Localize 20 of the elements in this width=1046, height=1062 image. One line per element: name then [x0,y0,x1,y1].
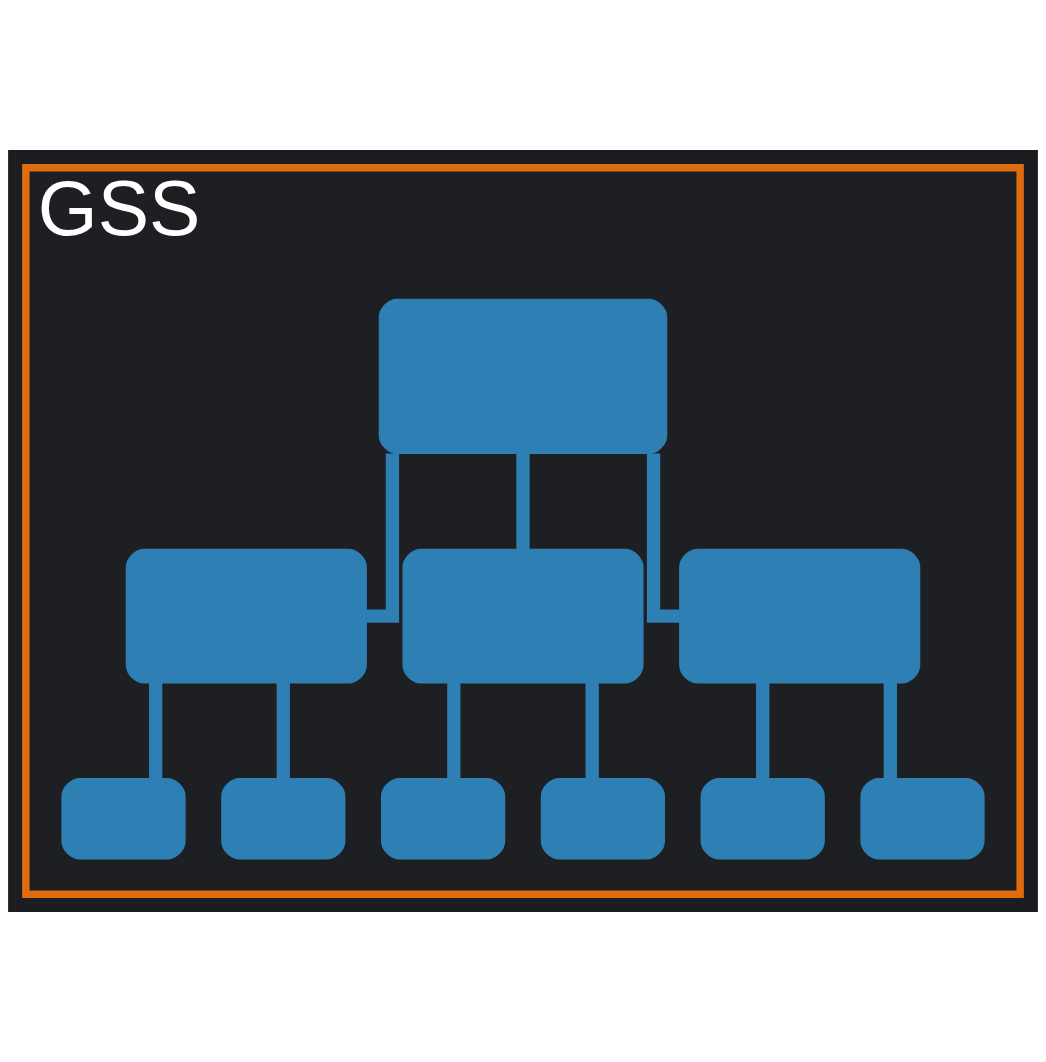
cluster: GSS [22,164,1024,898]
connector [149,683,163,779]
node-box [860,778,985,860]
connector [585,683,599,779]
connector [646,453,680,623]
node-box [378,298,668,455]
node-box [61,778,186,860]
node-box [402,548,644,684]
node-box [380,778,506,860]
node-box [540,778,666,860]
connector [756,683,770,779]
connector [516,453,530,550]
connector [883,683,897,779]
node-box [125,548,367,684]
connector [276,683,290,779]
connector [366,453,400,623]
node-box [679,548,921,684]
node-box [700,778,825,860]
node-box [221,778,346,860]
connector [447,683,461,779]
